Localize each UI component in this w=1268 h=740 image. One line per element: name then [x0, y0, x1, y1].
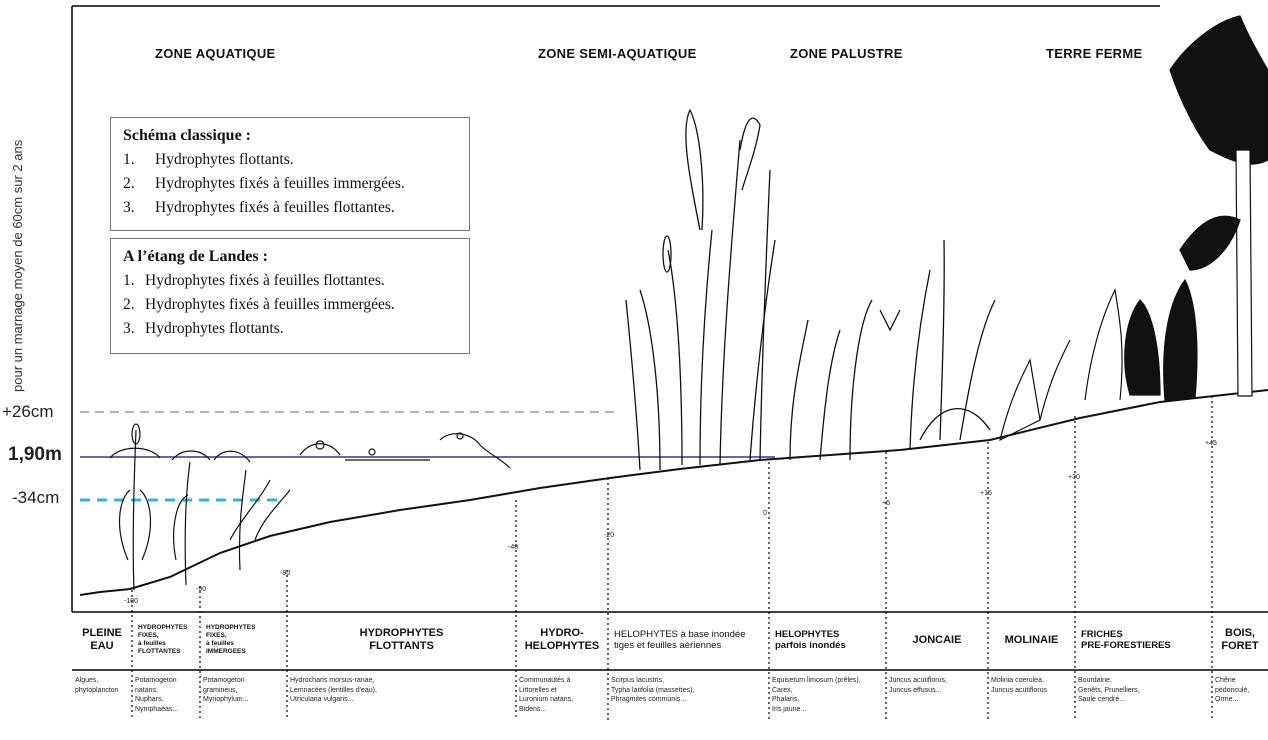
zone-title-aquatique: ZONE AQUATIQUE — [155, 46, 276, 61]
depth-marker: -80 — [280, 570, 291, 577]
level-label-1-90m: 1,90m — [8, 444, 62, 465]
column-hydrophytes-fixes-flottantes: HYDROPHYTES FIXES, à feuilles FLOTTANTES — [138, 624, 188, 655]
box-classic-item: 3.Hydrophytes fixés à feuilles flottante… — [123, 199, 395, 216]
species-helophytes-parfois-inondes: Equisetum limosum (prêles), Carex, Phala… — [772, 677, 861, 713]
depth-marker: +30 — [1068, 474, 1080, 481]
column-joncaie: JONCAIE — [912, 633, 962, 646]
depth-marker: 0 — [763, 510, 767, 517]
column-bois-foret: BOIS, FORET — [1221, 627, 1259, 652]
terrain-profile — [79, 389, 1268, 596]
level-label-plus26: +26cm — [2, 402, 54, 421]
box-landes-item: 3.Hydrophytes flottants. — [123, 320, 284, 337]
species-hydrophytes-flottants: Hydrocharis morsus-ranae, Lemnacées (len… — [290, 677, 377, 703]
column-helophytes-base-inondee: HELOPHYTES à base inondée tiges et feuil… — [614, 629, 746, 651]
box-classic-title: Schéma classique : — [123, 127, 251, 144]
depth-marker: -100 — [124, 598, 139, 605]
zone-dividers — [131, 396, 1213, 720]
depth-marker: +5 — [882, 500, 890, 507]
box-etang-de-landes: A l’étang de Landes : 1.Hydrophytes fixé… — [110, 238, 470, 354]
zone-title-palustre: ZONE PALUSTRE — [790, 46, 903, 61]
column-friches-pre-forestieres: FRICHES PRE-FORESTIERES — [1081, 629, 1171, 651]
depth-marker: -90 — [196, 586, 207, 593]
depth-marker: -20 — [604, 532, 615, 539]
depth-marker: +15 — [980, 490, 992, 497]
box-classic-item: 2.Hydrophytes fixés à feuilles immergées… — [123, 175, 405, 192]
column-hydro-helophytes: HYDRO- HELOPHYTES — [524, 627, 600, 652]
helophyte-plants — [625, 108, 996, 471]
aquatic-plants — [109, 423, 511, 591]
species-molinaie: Molinia coerulea, Juncus acutiflorus — [991, 677, 1048, 694]
box-landes-title: A l’étang de Landes : — [123, 248, 268, 265]
forest-vegetation — [999, 15, 1268, 442]
zone-title-semi-aquatique: ZONE SEMI-AQUATIQUE — [538, 46, 697, 61]
box-classic-item: 1.Hydrophytes flottants. — [123, 151, 294, 168]
column-molinaie: MOLINAIE — [1004, 633, 1059, 646]
species-hydro-helophytes: Communautés à Littorelles et Luronium na… — [519, 677, 574, 713]
species-bois-foret: Chêne pédonculé, Orme... — [1215, 677, 1250, 703]
column-hydrophytes-flottants: HYDROPHYTES FLOTTANTS — [359, 627, 444, 652]
box-schema-classique: Schéma classique : 1.Hydrophytes flottan… — [110, 117, 470, 231]
species-helophytes-base-inondee: Scirpus lacustris, Typha latifolia (mass… — [611, 677, 695, 703]
species-joncaie: Juncus acutiflorus, Juncus effusus... — [889, 677, 947, 694]
species-hydrophytes-fixes-flottantes: Potamogeton natans, Nuphars, Nymphaéas..… — [135, 677, 179, 713]
species-pleine-eau: Algues, phytoplancton — [75, 677, 119, 694]
box-landes-item: 1.Hydrophytes fixés à feuilles flottante… — [123, 272, 385, 289]
species-friches-pre-forestieres: Bourdaine, Genêts, Prunelliers, Saule ce… — [1078, 677, 1140, 703]
box-landes-item: 2.Hydrophytes fixés à feuilles immergées… — [123, 296, 395, 313]
species-hydrophytes-fixes-immergees: Potamogeton gramineus, Myriophylum... — [203, 677, 249, 703]
level-label-minus34: -34cm — [12, 488, 60, 507]
depth-marker: +45 — [1205, 440, 1217, 447]
zone-title-terre-ferme: TERRE FERME — [1046, 46, 1143, 61]
column-helophytes-parfois-inondes: HELOPHYTES parfois inondés — [775, 629, 846, 651]
column-hydrophytes-fixes-immergees: HYDROPHYTES FIXES, à feuilles IMMERGEES — [206, 624, 256, 655]
column-pleine-eau: PLEINE EAU — [82, 627, 122, 652]
y-axis-label: pour un marnage moyen de 60cm sur 2 ans — [10, 139, 25, 392]
depth-marker: -40 — [508, 544, 519, 551]
